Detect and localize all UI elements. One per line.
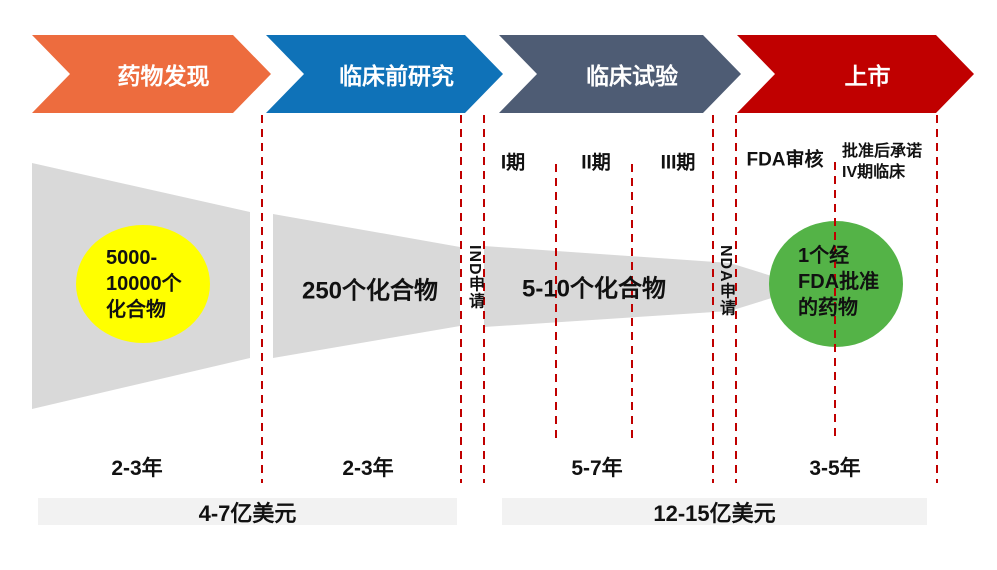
discovery-compounds-label: 5000- 10000个 化合物 xyxy=(106,247,182,321)
stage-label-clinical-trials: 临床试验 xyxy=(586,63,678,89)
divider-fda-postapproval xyxy=(834,162,836,438)
fda-review-label: FDA审核 xyxy=(746,149,824,171)
divider-nda-right xyxy=(735,115,737,483)
clinical-compounds-label: 5-10个化合物 xyxy=(521,275,667,303)
preclinical-compounds-label: 250个化合物 xyxy=(301,277,439,305)
discovery-years-label: 2-3年 xyxy=(111,457,163,480)
approved-drug-label: 1个经 FDA批准 的药物 xyxy=(798,245,880,319)
funnel-segment-preclinical xyxy=(273,214,460,358)
cost-label-clinical-market: 12-15亿美元 xyxy=(653,500,776,526)
compound-pool-circle xyxy=(76,225,210,343)
divider-phase2-phase3 xyxy=(631,164,633,438)
stage-arrow-clinical-trials: 临床试验 xyxy=(499,35,741,113)
nda-application-label: NDA申请 xyxy=(717,245,734,317)
preclinical-years-label: 2-3年 xyxy=(342,457,394,480)
stage-arrow-drug-discovery: 药物发现 xyxy=(32,35,271,113)
divider-discovery-preclinical xyxy=(261,115,263,483)
funnel-segment-clinical xyxy=(484,246,807,327)
approved-drug-circle xyxy=(769,221,903,347)
cost-label-discovery-preclinical: 4-7亿美元 xyxy=(198,500,297,526)
cost-bar-discovery-preclinical: 4-7亿美元 xyxy=(38,498,457,526)
phase3-label: III期 xyxy=(660,152,696,174)
divider-phase1-phase2 xyxy=(555,164,557,438)
clinical-years-label: 5-7年 xyxy=(571,457,623,480)
divider-ind-right xyxy=(483,115,485,483)
divider-market-end xyxy=(936,115,938,483)
divider-nda-left xyxy=(712,115,714,483)
market-years-label: 3-5年 xyxy=(809,457,861,480)
phase1-label: I期 xyxy=(500,152,526,174)
ind-application-label: IND申请 xyxy=(466,245,483,310)
stage-label-drug-discovery: 药物发现 xyxy=(117,63,210,89)
divider-ind-left xyxy=(460,115,462,483)
stage-label-market-launch: 上市 xyxy=(844,63,891,89)
post-approval-label: 批准后承诺 IV期临床 xyxy=(842,143,923,181)
stage-arrow-market-launch: 上市 xyxy=(737,35,974,113)
phase2-label: II期 xyxy=(581,152,611,174)
stage-label-preclinical: 临床前研究 xyxy=(339,63,454,89)
cost-bar-clinical-market: 12-15亿美元 xyxy=(502,498,927,526)
stage-arrow-preclinical: 临床前研究 xyxy=(266,35,503,113)
